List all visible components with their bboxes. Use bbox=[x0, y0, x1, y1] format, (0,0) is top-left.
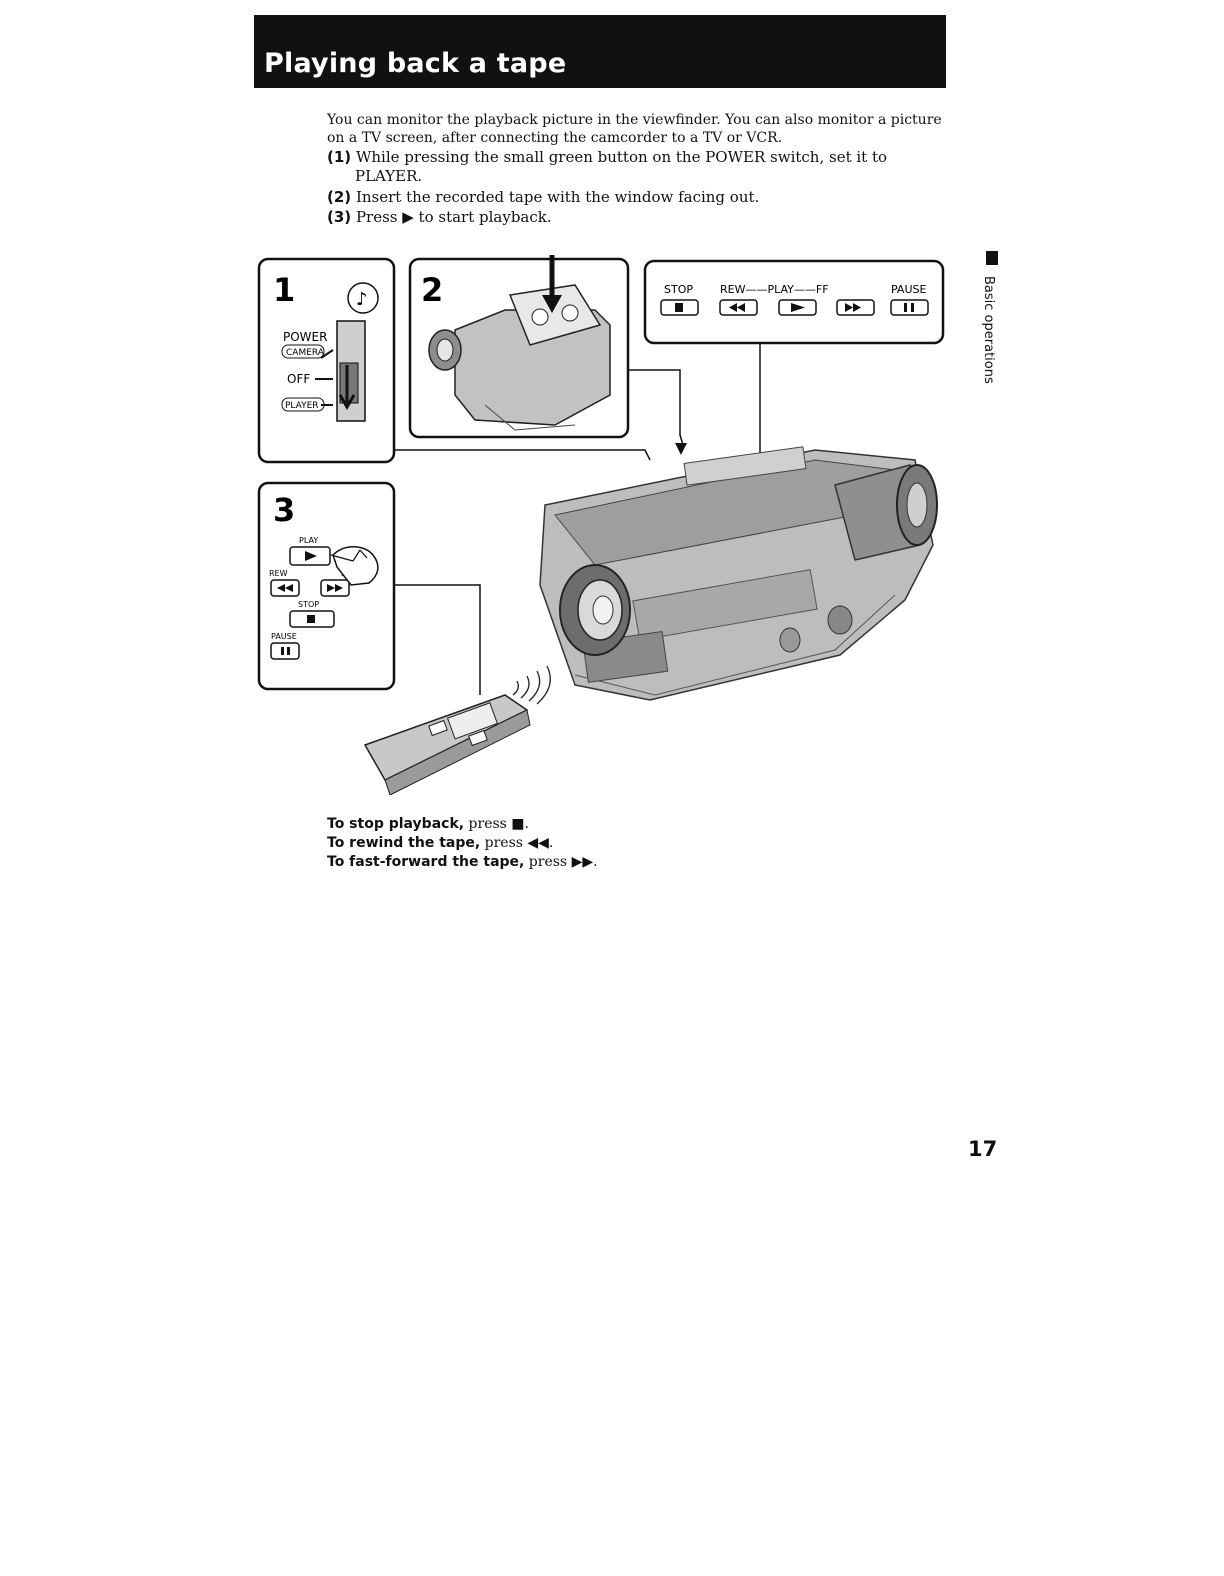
panel-1-number: 1 bbox=[273, 271, 295, 309]
note-stop-bold: To stop playback, bbox=[327, 816, 465, 832]
step-3: (3) Press ▶ to start playback. bbox=[327, 208, 947, 227]
note-rewind-bold: To rewind the tape, bbox=[327, 835, 481, 851]
pause-button-icon bbox=[270, 642, 300, 660]
section-tab: Basic operations bbox=[978, 276, 998, 386]
remote-control-icon bbox=[363, 665, 551, 795]
beep-icon bbox=[347, 282, 379, 314]
panel-step-3: 3 PLAY REW FF STOP PAUSE bbox=[257, 481, 396, 691]
play-label: PLAY bbox=[299, 536, 318, 545]
step-number: (1) bbox=[327, 148, 352, 166]
step-text: Insert the recorded tape with the window… bbox=[355, 188, 760, 206]
playback-illustration: 1 ♪ POWER CAMERA OFF PLAYER 2 3 PLAY bbox=[257, 255, 945, 795]
playback-notes: To stop playback, press ■. To rewind the… bbox=[327, 815, 598, 872]
step-number: (2) bbox=[327, 188, 352, 206]
step-text-continued: PLAYER. bbox=[355, 167, 423, 185]
pause-label: PAUSE bbox=[271, 632, 297, 641]
note-stop-text: press ■. bbox=[464, 816, 529, 832]
step-number: (3) bbox=[327, 208, 352, 226]
note-rewind: To rewind the tape, press ◀◀. bbox=[327, 834, 598, 853]
camera-label: CAMERA bbox=[286, 348, 325, 358]
svg-text:♪: ♪ bbox=[356, 289, 368, 310]
intro-paragraph: You can monitor the playback picture in … bbox=[327, 112, 942, 146]
arrow-down-icon bbox=[675, 443, 687, 455]
camcorder-icon bbox=[539, 446, 938, 701]
insert-arrow-icon bbox=[542, 295, 562, 313]
step-2: (2) Insert the recorded tape with the wi… bbox=[327, 188, 947, 207]
section-marker bbox=[986, 251, 998, 265]
rew-label: REW bbox=[269, 569, 288, 578]
control-stop-label: STOP bbox=[664, 283, 693, 296]
note-stop: To stop playback, press ■. bbox=[327, 815, 598, 834]
player-label: PLAYER bbox=[285, 401, 319, 411]
step-text: Press ▶ to start playback. bbox=[355, 208, 552, 226]
note-fast-forward: To fast-forward the tape, press ▶▶. bbox=[327, 853, 598, 872]
step-1: (1) While pressing the small green butto… bbox=[327, 148, 947, 186]
panel-step-1: 1 ♪ POWER CAMERA OFF PLAYER bbox=[257, 257, 396, 464]
note-rewind-text: press ◀◀. bbox=[480, 835, 554, 851]
stop-label: STOP bbox=[298, 600, 319, 609]
panel-step-2: 2 bbox=[408, 255, 630, 439]
power-label: POWER bbox=[283, 330, 327, 344]
note-ff-text: press ▶▶. bbox=[524, 854, 598, 870]
step-text: While pressing the small green button on… bbox=[355, 148, 888, 166]
camcorder-control-panel: STOP REW——PLAY——FF PAUSE bbox=[643, 259, 945, 345]
page-title: Playing back a tape bbox=[264, 48, 567, 79]
note-ff-bold: To fast-forward the tape, bbox=[327, 854, 525, 870]
control-pause-button-icon bbox=[890, 299, 929, 316]
control-rew-play-ff-label: REW——PLAY——FF bbox=[720, 283, 829, 296]
page-number: 17 bbox=[968, 1137, 998, 1161]
connector-lines bbox=[395, 343, 761, 695]
off-label: OFF bbox=[287, 372, 310, 386]
panel-3-number: 3 bbox=[273, 491, 295, 529]
control-pause-label: PAUSE bbox=[891, 283, 926, 296]
panel-2-number: 2 bbox=[421, 271, 443, 309]
section-tab-label: Basic operations bbox=[981, 276, 996, 384]
pointing-hand-icon bbox=[332, 546, 379, 586]
title-bar bbox=[254, 15, 946, 88]
